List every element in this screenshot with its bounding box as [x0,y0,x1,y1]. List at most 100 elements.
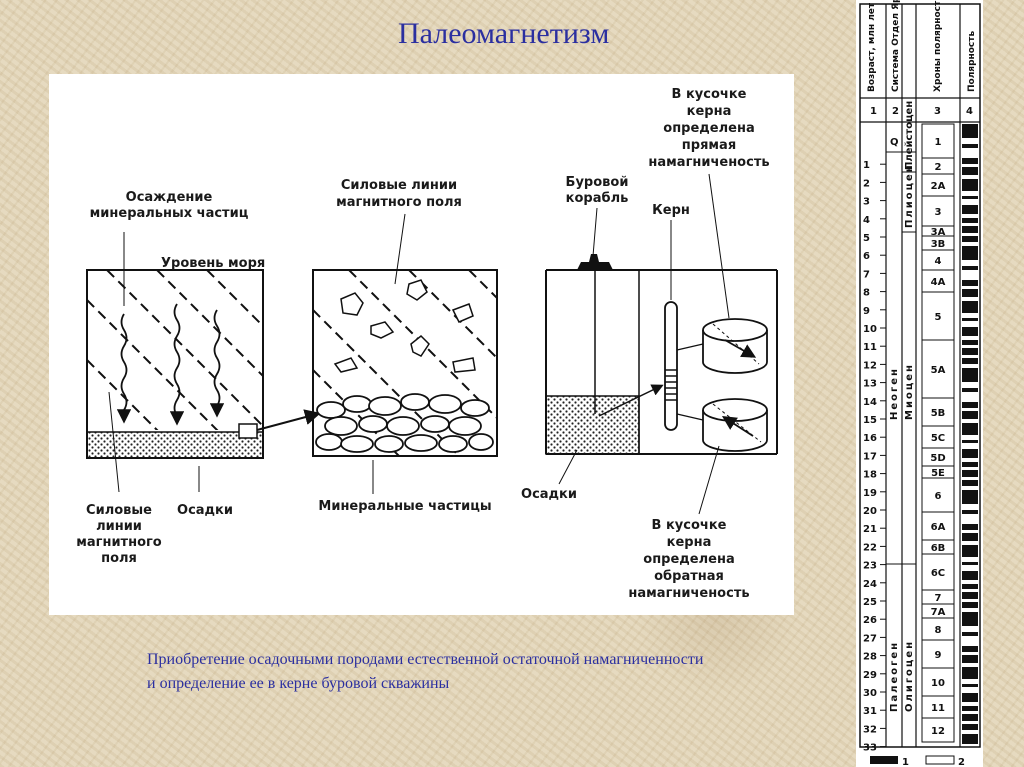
scale-chart: Возраст, млн лет Система Отдел Ярус Хрон… [859,0,981,767]
age-tick-label: 22 [863,542,877,553]
chron-cell [921,397,955,427]
deposition-box [86,232,264,459]
age-tick-label: 8 [863,288,870,299]
polarity-bar [962,510,978,514]
miocene-label: Миоцен [904,363,915,420]
slide-title: Палеомагнетизм [398,17,610,50]
polarity-bar [962,348,978,355]
col-number-4: 4 [966,106,973,117]
polarity-bar [962,218,978,223]
polarity-bar [962,440,978,443]
oligocene-label: Олигоцен [904,640,915,712]
normal-label-4: прямая [682,138,736,153]
polarity-bar [962,667,978,679]
legend-swatch-normal [870,756,898,764]
core-piece-normal [702,318,768,374]
core-sample [664,301,678,431]
age-tick-label: 18 [863,470,877,481]
chron-label: 5B [931,408,946,419]
field-lines-label-p2-2: магнитного поля [336,195,462,210]
core-piece-reverse [702,398,768,452]
normal-label-5: намагниченость [648,155,769,170]
polarity-bar [962,632,978,636]
polarity-bar [962,714,978,721]
polarity-bar [962,571,978,580]
chron-label: 9 [935,650,942,661]
chron-label: 5A [931,365,946,376]
polarity-bar [962,423,978,435]
reverse-label-3: определена [643,552,734,567]
polarity-bar [962,246,978,260]
polarity-bar [962,301,978,313]
particles-box [312,269,498,457]
polarity-bar [962,226,978,233]
chron-label: 3 [935,207,942,218]
chron-cell [921,717,955,743]
col-number-2: 2 [892,106,899,117]
chron-label: 8 [935,625,942,636]
neogene-label: Неоген [889,367,900,420]
polarity-bar [962,205,978,214]
polarity-bar [962,411,978,419]
chron-label: 2 [935,162,942,173]
polarity-bar [962,533,978,541]
ship-label-2: корабль [566,191,629,206]
polarity-bar [962,734,978,744]
polarity-bar [962,655,978,663]
chron-label: 5D [930,453,945,464]
polarity-bar [962,684,978,687]
age-tick-label: 25 [863,597,877,608]
header-age: Возраст, млн лет [867,2,877,92]
chron-label: 5C [931,433,945,444]
age-tick-label: 5 [863,233,870,244]
polarity-bar [962,144,978,148]
age-tick-label: 9 [863,306,870,317]
normal-label-2: керна [687,104,732,119]
chron-cell [921,553,955,591]
sediments-label-3: Осадки [521,487,577,502]
age-tick-label: 12 [863,360,877,371]
polarity-bar [962,266,978,270]
age-tick-label: 6 [863,251,870,262]
reverse-label-4: обратная [654,569,724,584]
reverse-label-5: намагниченость [628,586,749,601]
chron-label: 3B [931,239,946,250]
particles-label: Минеральные частицы [318,499,491,514]
polarity-bar [962,470,978,477]
zoom-arrow-1 [256,409,321,431]
col-number-3: 3 [934,106,941,117]
polarity-bar [962,158,978,164]
core-label: Керн [652,203,690,218]
polarity-bar [962,179,978,191]
chron-label: 4 [935,256,942,267]
paleogene-label: Палеоген [889,641,900,712]
polarity-bar [962,524,978,530]
polarity-bar [962,693,978,702]
legend-label-1: 1 [902,757,909,767]
sediments-label-1: Осадки [177,503,233,518]
polarity-bar [962,724,978,730]
chron-cell [921,291,955,341]
age-tick-label: 13 [863,379,877,390]
polarity-bar [962,592,978,599]
ship-label-1: Буровой [566,175,629,190]
pleistocene-label: Плейстоцен [904,101,915,170]
reverse-label-2: керна [667,535,712,550]
age-tick-label: 21 [863,524,877,535]
chron-label: 6B [931,543,946,554]
drilling-ship [577,254,613,270]
legend-label-2: 2 [958,757,965,767]
pliocene-label: Плиоцен [904,163,915,228]
age-tick-label: 10 [863,324,877,335]
age-tick-label: 17 [863,451,877,462]
system-q-label: Q [890,137,899,148]
age-tick-label: 32 [863,724,877,735]
age-tick-label: 26 [863,615,877,626]
age-tick-label: 20 [863,506,877,517]
polarity-bar [962,602,978,608]
normal-label-1: В кусочке [672,87,747,102]
field-lines-label-3: магнитного [76,535,162,550]
chron-cell [921,339,955,399]
polarity-bar [962,584,978,589]
age-tick-label: 31 [863,706,877,717]
